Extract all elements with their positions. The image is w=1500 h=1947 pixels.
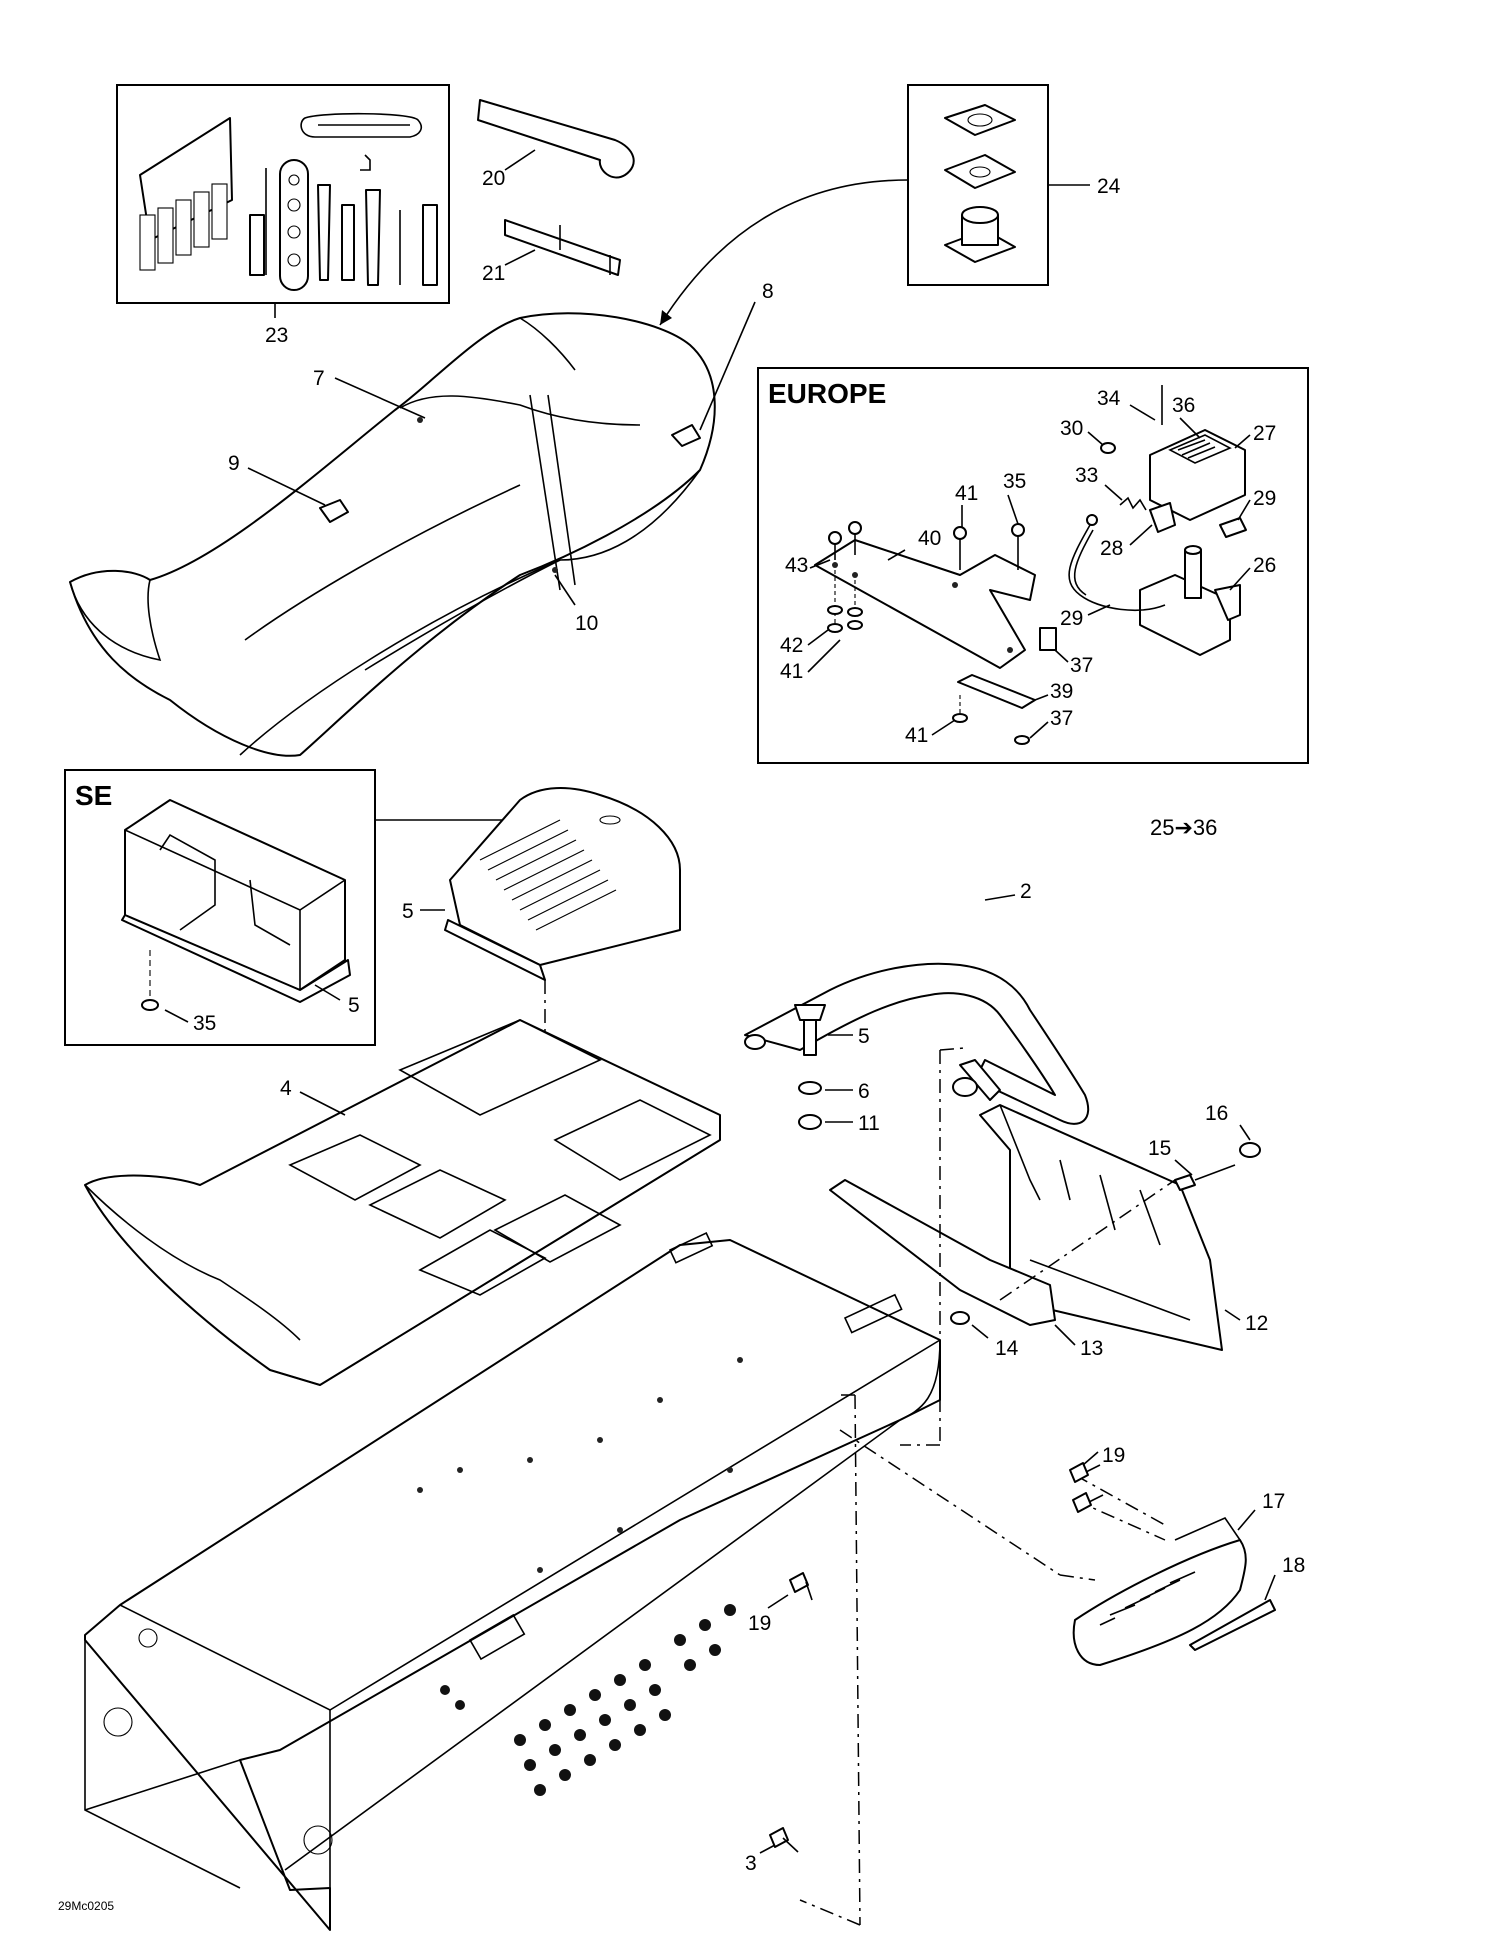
- seat: [69, 312, 716, 757]
- screws-19: [769, 1462, 1104, 1853]
- callout-21: 21: [482, 262, 505, 285]
- callout-36a: 37: [1050, 707, 1073, 730]
- grab-handle: [744, 962, 1090, 1125]
- callout-4: 5: [858, 1025, 870, 1048]
- drawing-code: 29Mc0205: [58, 1899, 114, 1913]
- callout-43: 43: [785, 554, 808, 577]
- callout-18: 18: [1282, 1554, 1305, 1577]
- callout-5b: 5: [348, 994, 360, 1017]
- callout-16: 16: [1205, 1102, 1228, 1125]
- callout-33: 33: [1075, 464, 1098, 487]
- tool-kit-box: [116, 84, 450, 304]
- callout-38: 40: [918, 527, 941, 550]
- callout-6: 6: [858, 1080, 870, 1103]
- callout-30: 29: [1253, 487, 1276, 510]
- callout-15: 15: [1148, 1137, 1171, 1160]
- callout-3: 4: [280, 1077, 292, 1100]
- callout-34: 36: [1172, 394, 1195, 417]
- callout-10: 10: [575, 612, 598, 635]
- callout-1: 2: [1020, 880, 1032, 903]
- rear-bumper: [1072, 1516, 1276, 1666]
- callout-27: 27: [1253, 422, 1276, 445]
- europe-box-title: EUROPE: [768, 378, 886, 409]
- callout-32: 34: [1097, 387, 1121, 410]
- callout-8: 8: [762, 280, 774, 303]
- callout-41a: 41: [780, 660, 803, 683]
- callout-11: 11: [858, 1112, 880, 1135]
- callout-22: 23: [265, 324, 288, 347]
- callout-20: 20: [482, 167, 505, 190]
- callout-7: 7: [313, 367, 325, 390]
- callout-19a: 19: [1102, 1444, 1125, 1467]
- callout-26: 26: [1253, 554, 1276, 577]
- callout-37: 37: [1070, 654, 1093, 677]
- callout-14: 14: [995, 1337, 1019, 1360]
- seat-base: [84, 1019, 721, 1386]
- callout-41b: 41: [905, 724, 928, 747]
- callout-31: 30: [1060, 417, 1083, 440]
- seat-back: [444, 787, 681, 981]
- callout-2: 3: [745, 1852, 757, 1875]
- callout-5a: 5: [402, 900, 414, 923]
- callout-17: 17: [1262, 1490, 1285, 1513]
- callout-29: 29: [1060, 607, 1083, 630]
- callout-28: 28: [1100, 537, 1123, 560]
- callout-40: 41: [955, 482, 978, 505]
- europe-box: EUROPE: [757, 367, 1309, 764]
- latch-kit-box: [907, 84, 1049, 286]
- se-box-title: SE: [75, 780, 112, 811]
- callout-13: 13: [1080, 1337, 1103, 1360]
- callout-39: 39: [1050, 680, 1073, 703]
- fasteners-4-6-11: [794, 1004, 826, 1130]
- callout-24: 35: [193, 1012, 216, 1035]
- tunnel-frame: [84, 1232, 941, 1931]
- callout-23: 24: [1097, 175, 1121, 198]
- se-box: SE: [64, 769, 376, 1046]
- callout-35: 35: [1003, 470, 1026, 493]
- callout-19b: 19: [748, 1612, 771, 1635]
- callout-12: 12: [1245, 1312, 1268, 1335]
- reference-note: 25➔36: [1150, 815, 1217, 840]
- callout-9: 9: [228, 452, 240, 475]
- callout-42: 42: [780, 634, 803, 657]
